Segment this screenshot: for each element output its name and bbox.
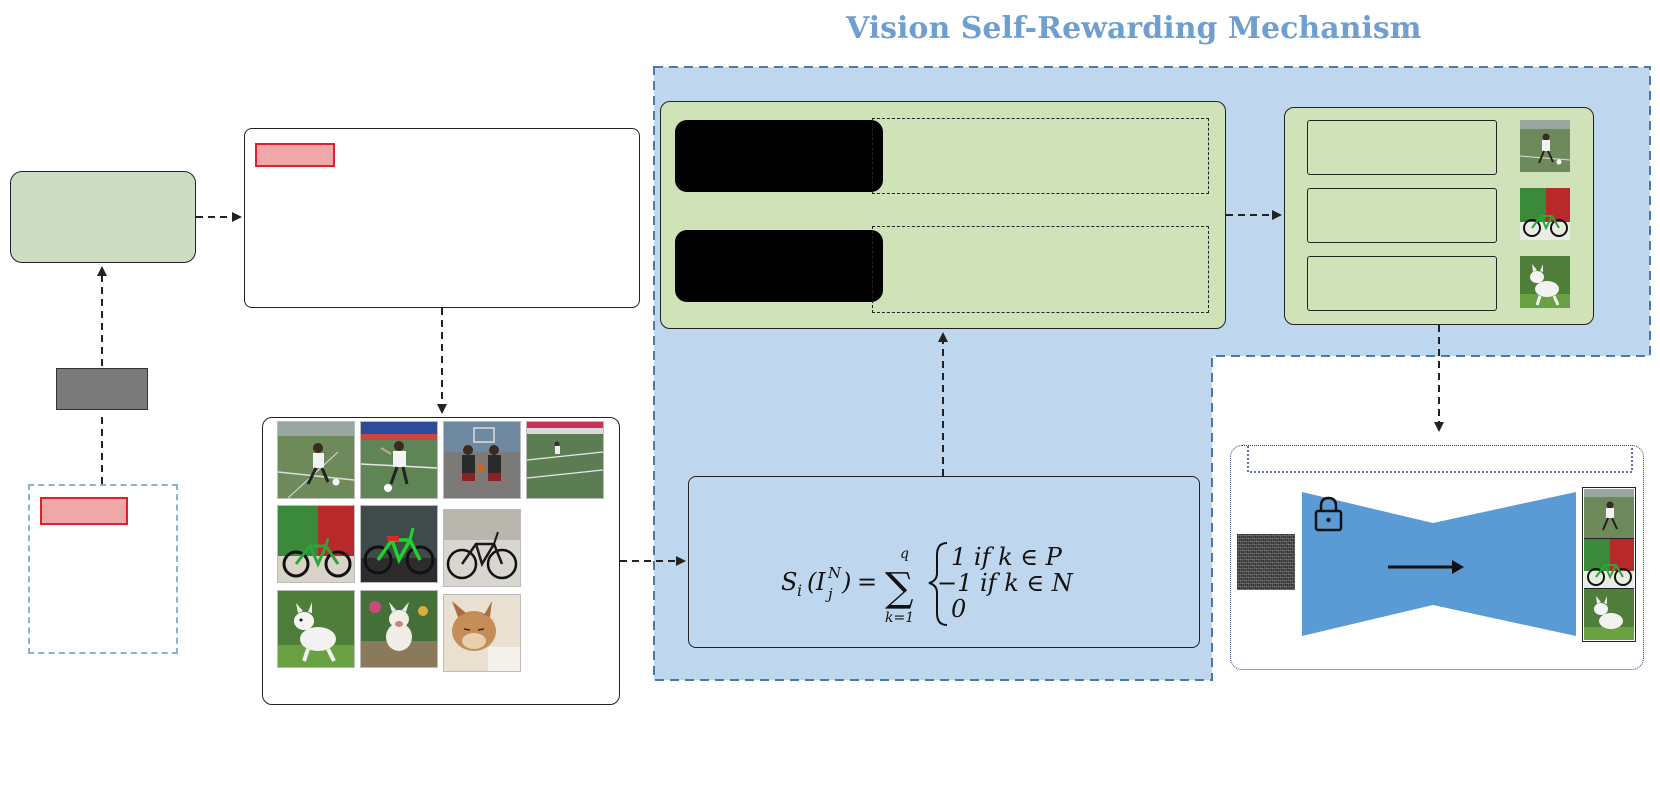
gallery-image (526, 421, 604, 499)
lock-icon (1314, 496, 1343, 532)
diffusion-unet (1302, 492, 1576, 636)
output-image (1584, 489, 1634, 539)
selected-image (1520, 120, 1570, 172)
formula-lhs-img-sub: j (825, 585, 833, 603)
right-arrow-icon (1388, 560, 1464, 574)
formula-case-2: −1 if k ∈ N (937, 569, 1074, 597)
gallery-image (360, 505, 438, 583)
gallery-image (277, 421, 355, 499)
formula-lhs-sub: i (797, 581, 802, 600)
svg-text:=: = (857, 568, 877, 596)
formula-lhs-img: I (815, 568, 826, 596)
svg-text:1 if k ∈ P: 1 if k ∈ P (951, 543, 1063, 571)
score-formula: S i ( I j N ) = q ∑ k=1 1 if k ∈ P −1 i (781, 542, 1074, 626)
svg-text:S: S (781, 568, 797, 596)
scoring-box (660, 101, 1226, 329)
formula-sum-bottom: k=1 (885, 610, 914, 626)
gallery-image (443, 421, 521, 499)
black-pill-bottom (675, 230, 883, 302)
selected-images-box (1284, 107, 1594, 325)
noise-input (1237, 534, 1295, 590)
selected-image (1520, 256, 1570, 308)
output-image (1584, 589, 1634, 640)
svg-text:): ) (841, 568, 851, 596)
prompt-tag (255, 143, 335, 167)
gray-block (56, 368, 148, 410)
formula-case-3: 0 (951, 595, 966, 623)
gallery-image (443, 594, 521, 672)
gallery-image (360, 421, 438, 499)
output-image (1584, 539, 1634, 589)
formula-lhs-base: S (781, 568, 797, 596)
diffusion-top-bracket (1247, 446, 1633, 473)
input-box (28, 484, 178, 654)
svg-text:j: j (825, 585, 833, 603)
svg-text:∑: ∑ (885, 565, 914, 611)
diagram-title: Vision Self-Rewarding Mechanism (846, 11, 1422, 46)
gallery-image (443, 509, 521, 587)
svg-text:0: 0 (951, 595, 966, 623)
svg-text:−1 if k ∈ N: −1 if k ∈ N (937, 569, 1074, 597)
dashed-rect-top (872, 118, 1209, 194)
formula-brace (928, 542, 948, 626)
selected-slot (1307, 188, 1497, 243)
generated-images-gallery (262, 417, 620, 705)
gallery-image (277, 590, 355, 668)
selected-slot (1307, 256, 1497, 311)
formula-sum-top: q (900, 546, 909, 562)
input-tag (40, 497, 128, 525)
dashed-rect-bottom (872, 226, 1209, 313)
selected-image (1520, 188, 1570, 240)
gallery-image (360, 590, 438, 668)
gallery-image (277, 505, 355, 583)
svg-text:k=1: k=1 (885, 610, 914, 626)
formula-equals: = (857, 568, 877, 596)
score-formula-box: S i ( I j N ) = q ∑ k=1 1 if k ∈ P −1 i (688, 476, 1200, 648)
formula-lhs-img-sup: N (827, 564, 842, 582)
svg-text:i: i (797, 581, 802, 600)
black-pill-top (675, 120, 883, 192)
svg-text:I: I (815, 568, 826, 596)
svg-text:q: q (900, 546, 909, 562)
svg-text:N: N (827, 564, 842, 582)
formula-case-1: 1 if k ∈ P (951, 543, 1063, 571)
svg-text:(: ( (807, 568, 817, 596)
llm-box (10, 171, 196, 263)
prompt-box (244, 128, 640, 308)
generated-output-stack (1582, 487, 1636, 642)
selected-slot (1307, 120, 1497, 175)
